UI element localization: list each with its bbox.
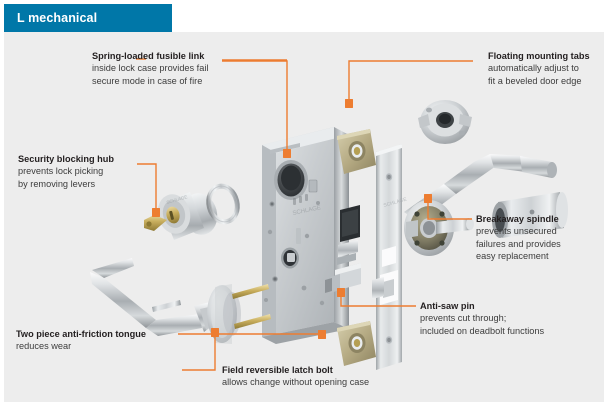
callout-security-blocking-hub: Security blocking hub prevents lock pick… [18,153,114,190]
spindle-rod-upper [232,284,269,299]
breakaway-spindle-hub [404,200,474,256]
lower-mounting-tab [337,321,376,366]
diagram-stage: SCHLAGE [4,32,604,402]
callout-line: included on deadbolt functions [420,325,545,336]
callout-heading: Two piece anti-friction tongue [16,329,146,339]
callout-line: fit a beveled door edge [488,75,582,86]
left-lever-handle [90,258,226,336]
callout-breakaway-spindle: Breakaway spindle prevents unsecured fai… [476,213,561,263]
mortise-cylinder: SCHLAGE [144,183,240,240]
callout-heading: Spring-loaded fusible link [92,51,205,61]
callout-anti-saw-pin: Anti-saw pin prevents cut through; inclu… [420,300,544,337]
callout-heading: Breakaway spindle [476,214,559,224]
right-rose-plate [418,100,472,144]
callout-line: easy replacement [476,251,549,262]
callout-line: failures and provides [476,238,561,249]
callout-heading: Field reversible latch bolt [222,365,333,375]
page-header-banner: L mechanical [4,4,172,32]
callout-line: automatically adjust to [488,63,579,74]
callout-line: allows change without opening case [222,377,370,388]
svg-text:SCHLAGE: SCHLAGE [292,205,321,217]
spindle-rods [232,284,271,329]
exploded-lock-illustration: SCHLAGE [90,100,568,370]
callout-line: inside lock case provides fail [92,63,209,74]
svg-text:SCHLAGE: SCHLAGE [166,194,188,205]
callout-line: reduces wear [16,341,72,352]
callout-field-reversible-latch-bolt: Field reversible latch bolt allows chang… [222,364,369,389]
callout-line: prevents unsecured [476,226,557,237]
callout-floating-mounting-tabs: Floating mounting tabs automatically adj… [488,50,590,87]
faceplate: SCHLAGE [372,144,408,370]
callout-heading: Anti-saw pin [420,301,475,311]
callout-line: by removing levers [18,178,96,189]
callout-line: prevents cut through; [420,313,507,324]
lock-case-body: SCHLAGE [262,127,349,344]
callout-line: secure mode in case of fire [92,75,203,86]
latch-bolt-mechanism [325,205,361,293]
callout-heading: Floating mounting tabs [488,51,590,61]
callout-line: prevents lock picking [18,166,104,177]
anti-saw-pin-part [152,300,181,312]
callout-spring-loaded-fusible-link: Spring-loaded fusible link inside lock c… [92,50,208,87]
callout-two-piece-anti-friction-tongue: Two piece anti-friction tongue reduces w… [16,328,146,353]
callout-heading: Security blocking hub [18,154,114,164]
spindle-rod-lower [234,314,271,329]
page-title: L mechanical [17,11,98,25]
lever-hub-sleeve [492,192,568,238]
upper-mounting-tab [337,129,376,174]
